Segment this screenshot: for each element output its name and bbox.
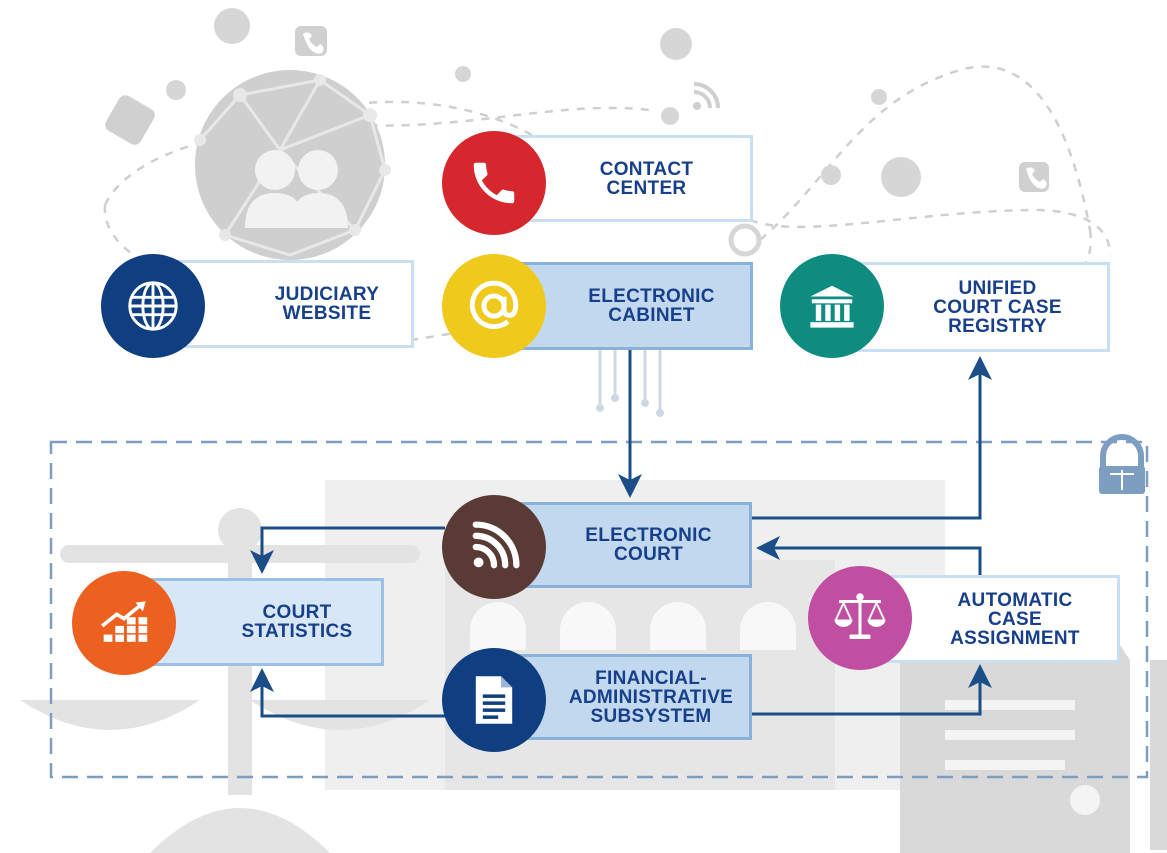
electronic-cabinet-label: ELECTRONIC CABINET xyxy=(588,286,715,326)
automatic-assignment-label: AUTOMATIC CASE ASSIGNMENT xyxy=(950,589,1080,649)
globe-icon xyxy=(101,254,205,358)
signal-icon xyxy=(442,495,546,599)
scales-icon xyxy=(808,566,912,670)
chart-icon xyxy=(72,571,176,675)
financial-admin-label: FINANCIAL- ADMINISTRATIVE SUBSYSTEM xyxy=(568,667,734,727)
contact-center-label: CONTACT CENTER xyxy=(599,158,694,199)
bank-icon xyxy=(780,254,884,358)
at-sign-icon xyxy=(442,254,546,358)
electronic-court-label: ELECTRONIC COURT xyxy=(585,525,712,565)
unified-registry-label: UNIFIED COURT CASE REGISTRY xyxy=(933,277,1062,337)
phone-icon xyxy=(442,131,546,235)
court-statistics-label: COURT STATISTICS xyxy=(241,602,353,642)
document-icon xyxy=(442,648,546,752)
judiciary-website-label: JUDICIARY WEBSITE xyxy=(274,284,380,324)
